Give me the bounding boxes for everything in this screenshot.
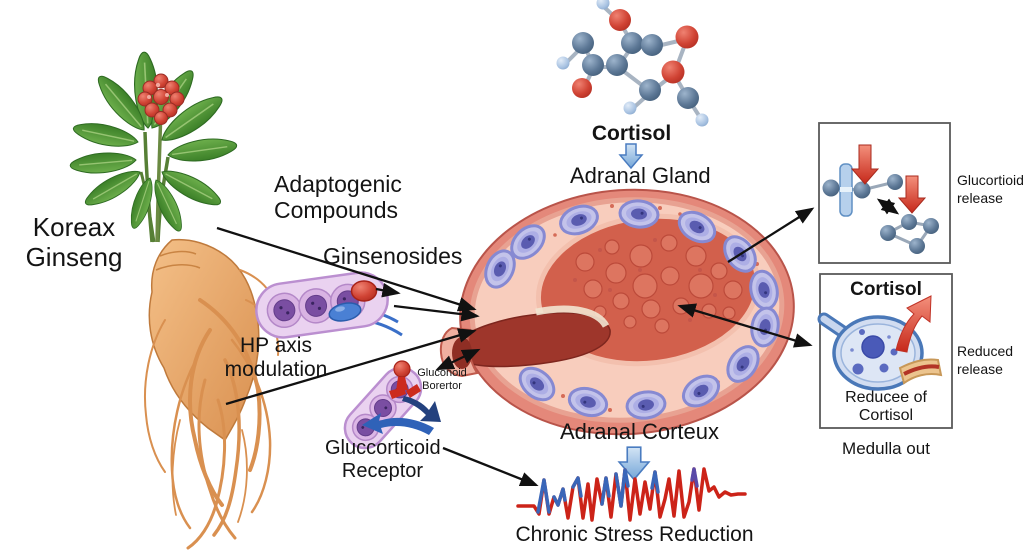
ginsenosides-label: Ginsenosides xyxy=(323,243,463,269)
adrenal-gland-illustration xyxy=(439,188,795,436)
medulla-label: Medulla out xyxy=(842,439,930,458)
medulla-texture xyxy=(575,234,743,334)
secretion-panel-illustration xyxy=(817,273,953,429)
inhibition-panel-illustration xyxy=(818,122,951,264)
stress-waveform-chart xyxy=(516,467,747,522)
down-arrow-icon xyxy=(618,143,644,170)
adaptogenic-label: Adaptogenic Compounds xyxy=(274,171,402,224)
connector-arrows xyxy=(216,207,815,487)
adrenal-gland-label: Adranal Gland xyxy=(570,163,711,188)
ginseng-plant-illustration xyxy=(68,50,281,550)
reduced-release-label: Reduced release xyxy=(957,343,1014,378)
berry-cluster xyxy=(137,73,185,125)
receptor-label: Gluccorticoid Receptor xyxy=(325,437,441,482)
receptor-cell-icon xyxy=(343,360,441,450)
panel2-title: Cortisol xyxy=(850,279,922,300)
panel2-caption: Reducee of Cortisol xyxy=(845,389,927,425)
red-up-arrow-icon xyxy=(895,295,932,353)
medulla-dots xyxy=(573,238,717,322)
transport-cell-icon xyxy=(255,271,403,339)
plant-label: Koreax Ginseng xyxy=(18,212,130,273)
cortisol-label: Cortisol xyxy=(591,122,672,145)
panel1-label: Glucortioid release xyxy=(957,172,1024,207)
chronic-stress-label: Chronic Stress Reduction xyxy=(515,523,754,546)
plant-label-line2: Ginseng xyxy=(25,241,123,272)
adrenal-cortex-label: Adranal Corteux xyxy=(560,419,719,444)
hp-axis-label: HP axis modulation xyxy=(224,334,328,382)
plant-label-line1: Koreax xyxy=(32,212,116,242)
red-down-arrow-icon xyxy=(850,144,927,214)
receptor-small-label: Gluconoid Borertor xyxy=(417,367,467,392)
ginseng-root-illustration xyxy=(143,238,281,550)
down-arrow-icon xyxy=(617,446,651,481)
cortisol-molecule-illustration xyxy=(556,0,709,127)
